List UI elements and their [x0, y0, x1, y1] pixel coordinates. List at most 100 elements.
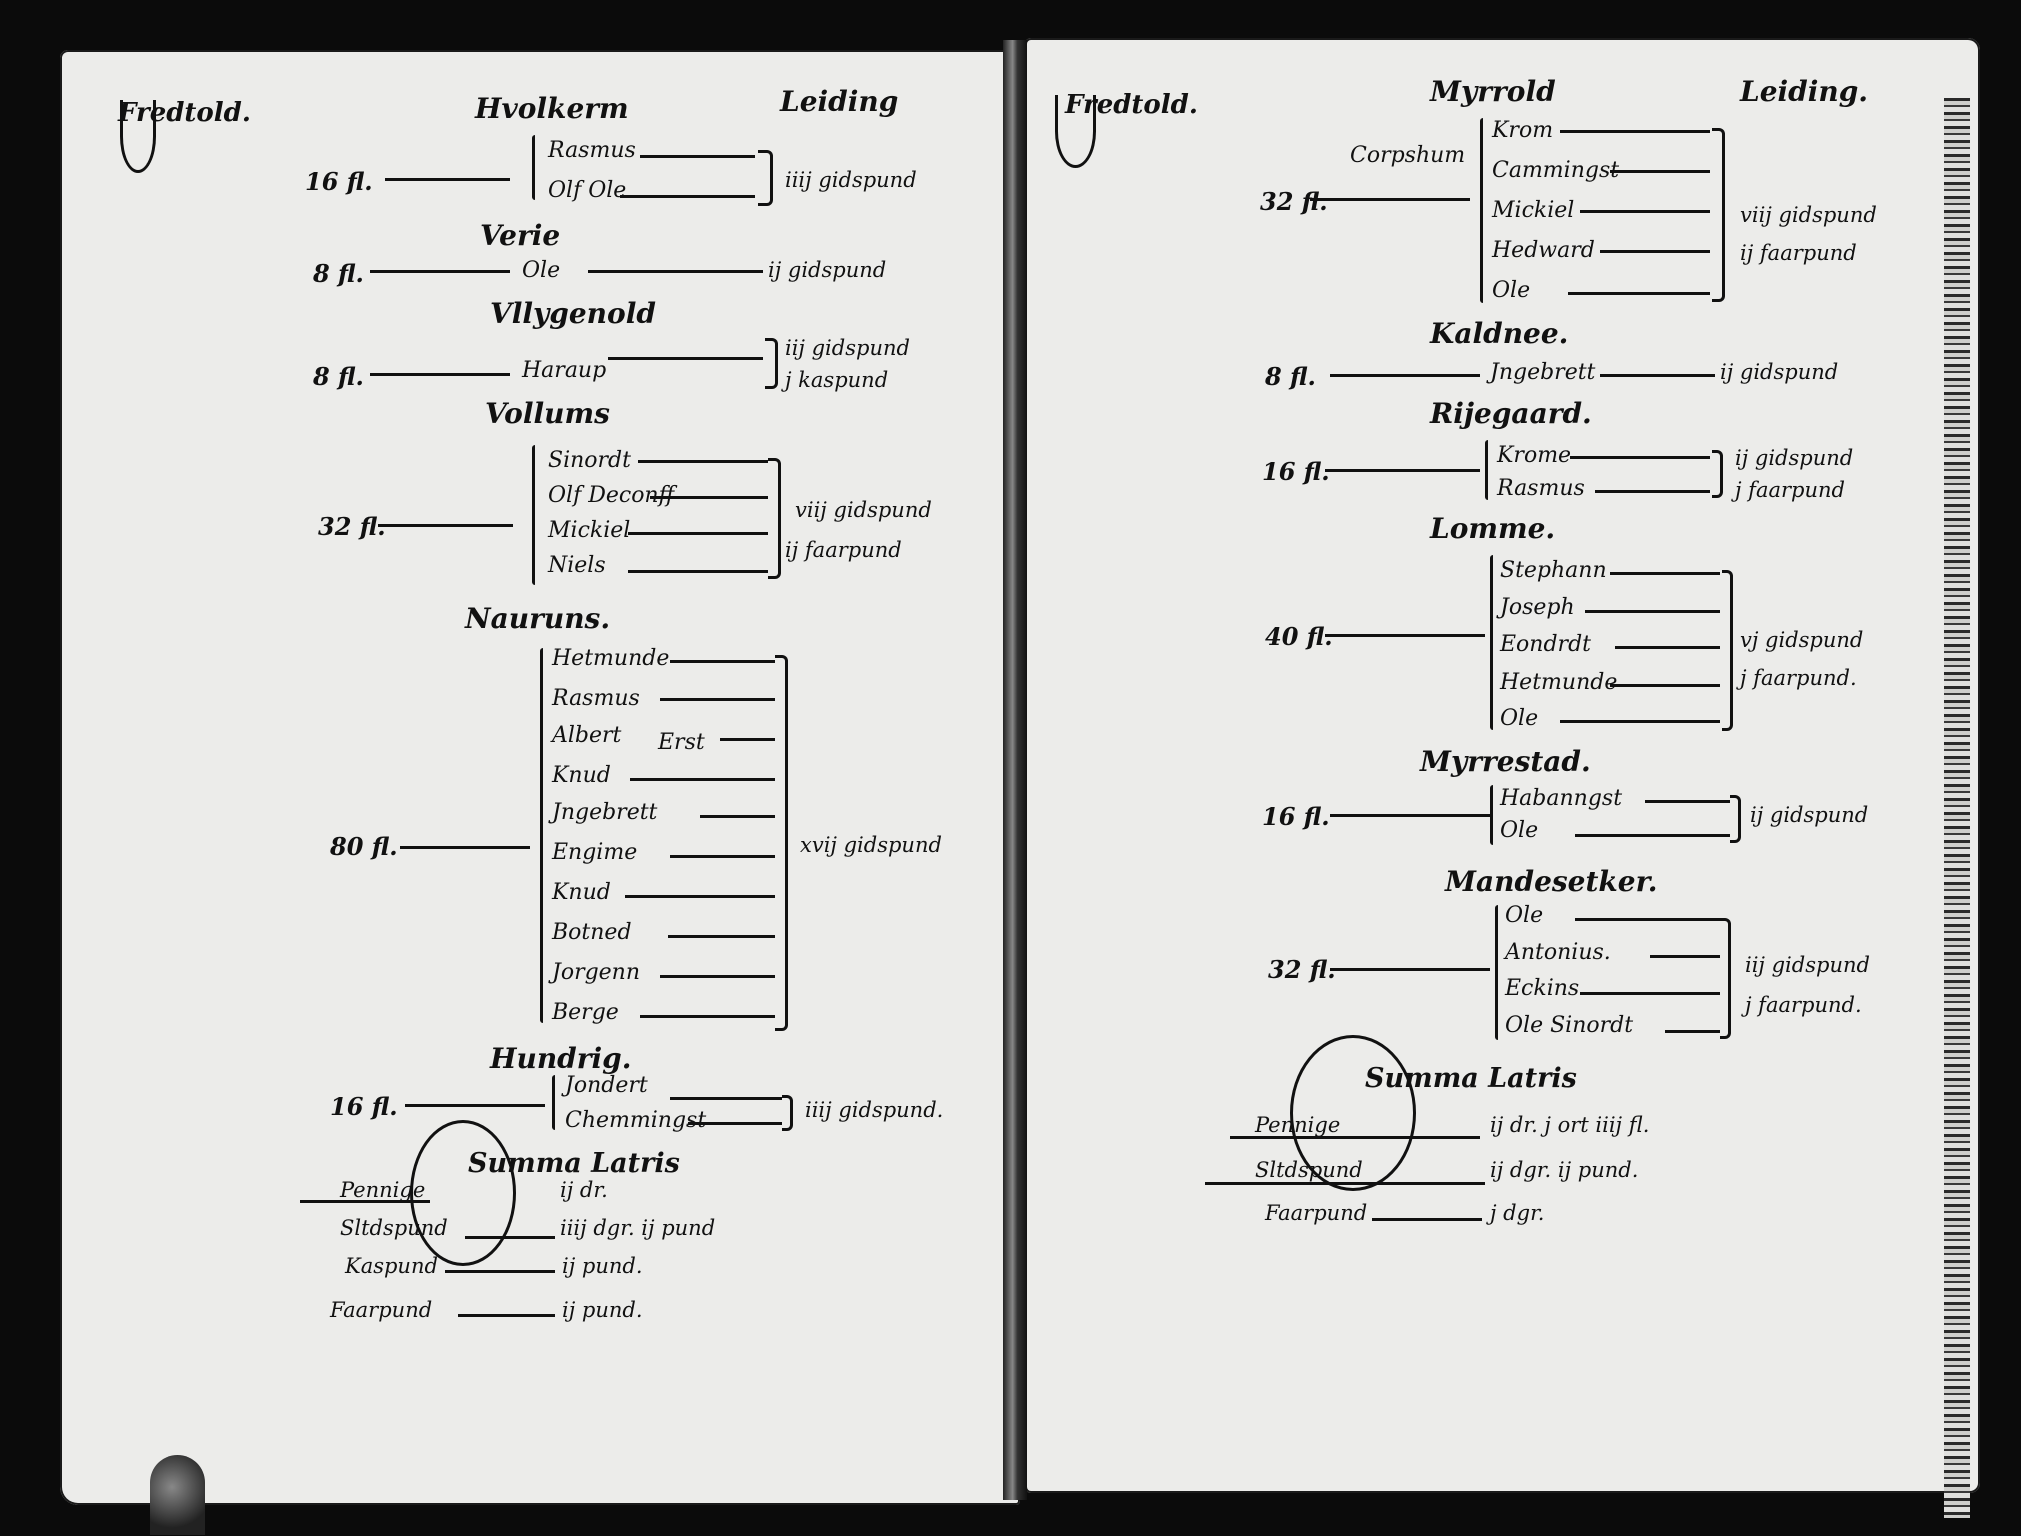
name: Stephann	[1500, 558, 1607, 583]
tax-bracket	[758, 150, 773, 206]
name-brace	[540, 648, 543, 1023]
name: Hetmunde	[1500, 670, 1618, 695]
entry-amount: 80 fl.	[330, 832, 398, 861]
name: Eondrdt	[1500, 632, 1591, 657]
entry-heading: Nauruns.	[465, 602, 611, 635]
name: Habanngst	[1500, 786, 1623, 811]
rule	[378, 524, 513, 527]
rule	[1610, 572, 1720, 575]
rule	[1665, 1030, 1720, 1033]
rule	[1372, 1218, 1482, 1221]
summa-title: Summa Latris	[1365, 1063, 1577, 1094]
tax: iij gidspund	[1745, 953, 1870, 977]
rule	[445, 1270, 555, 1273]
rule	[1600, 250, 1710, 253]
rule	[688, 1122, 782, 1125]
rule	[668, 935, 775, 938]
name: Ole	[1492, 278, 1531, 303]
tax: ij gidspund	[768, 258, 887, 282]
name: Eckins	[1505, 976, 1580, 1001]
name: Cammingst	[1492, 158, 1620, 183]
tax: ij faarpund	[1740, 241, 1857, 265]
rule	[640, 1015, 775, 1018]
book-gutter	[1003, 40, 1027, 1500]
summa-flourish	[1290, 1035, 1416, 1191]
tax: viij gidspund	[795, 498, 932, 522]
entry-amount: 8 fl.	[313, 362, 364, 391]
binding-knob	[150, 1455, 205, 1535]
rule	[1610, 684, 1720, 687]
tax: ij gidspund	[1720, 360, 1839, 384]
tax: xvij gidspund	[800, 833, 942, 857]
rule	[370, 270, 510, 273]
rule	[720, 738, 775, 741]
name: Ole	[522, 258, 561, 283]
right-title: Myrrold	[1430, 75, 1556, 108]
summa-value: ij dgr. ij pund.	[1490, 1158, 1639, 1182]
name: Botned	[552, 920, 632, 945]
rule	[1330, 814, 1490, 817]
name-brace	[1485, 440, 1488, 500]
marginal-note: Erst	[658, 730, 705, 755]
entry-amount: 32 fl.	[318, 512, 386, 541]
name: Engime	[552, 840, 638, 865]
tax-bracket	[1722, 570, 1733, 731]
rule	[1645, 800, 1730, 803]
name: Haraup	[522, 358, 607, 383]
rule	[700, 815, 775, 818]
name: Sinordt	[548, 448, 631, 473]
entry-amount: 32 fl.	[1268, 955, 1336, 984]
entry-amount: 16 fl.	[1262, 802, 1330, 831]
rule	[670, 855, 775, 858]
entry-amount: 16 fl.	[330, 1092, 398, 1121]
rule	[670, 1097, 782, 1100]
rule	[1615, 646, 1720, 649]
entry-amount: 32 fl.	[1260, 187, 1328, 216]
tax: iiij gidspund	[785, 168, 917, 192]
name: Albert	[552, 723, 622, 748]
name: Knud	[552, 880, 611, 905]
rule	[650, 496, 768, 499]
rule	[1325, 634, 1485, 637]
tax-bracket	[782, 1095, 793, 1131]
tax: j kaspund	[785, 368, 889, 392]
tax-bracket	[1712, 128, 1725, 302]
entry-amount: 16 fl.	[1262, 457, 1330, 486]
name: Olf Ole	[548, 178, 627, 203]
tax: j faarpund.	[1740, 666, 1857, 690]
name-brace	[1495, 905, 1498, 1040]
entry-amount: 40 fl.	[1265, 622, 1333, 651]
tax-bracket	[765, 338, 778, 389]
name: Knud	[552, 763, 611, 788]
rule	[1230, 1136, 1480, 1139]
name: Rasmus	[552, 686, 640, 711]
rule	[465, 1236, 555, 1239]
rule	[300, 1200, 430, 1203]
right-page	[1025, 38, 1980, 1518]
summa-label: Sltdspund	[340, 1216, 448, 1240]
rule	[385, 178, 510, 181]
left-header: Leiding	[780, 85, 899, 118]
summa-label: Faarpund	[330, 1298, 433, 1322]
tax-bracket	[1730, 795, 1741, 843]
name-brace	[532, 135, 535, 200]
name: Antonius.	[1505, 940, 1611, 965]
rule	[1330, 968, 1490, 971]
rule	[458, 1314, 555, 1317]
page-edge	[1944, 98, 1970, 1518]
name: Krom	[1492, 118, 1554, 143]
summa-value: ij dr. j ort iiij fl.	[1490, 1113, 1650, 1137]
entry-heading: Rijegaard.	[1430, 397, 1592, 430]
rule	[660, 975, 775, 978]
name: Hedward	[1492, 238, 1595, 263]
rule	[628, 570, 768, 573]
name: Olf Deconff	[548, 483, 675, 508]
entry-heading: Lomme.	[1430, 512, 1556, 545]
name: Berge	[552, 1000, 619, 1025]
rule	[370, 373, 510, 376]
name: Jorgenn	[552, 960, 641, 985]
tax: j faarpund.	[1745, 993, 1862, 1017]
summa-value: ij pund.	[562, 1298, 643, 1322]
name: Mickiel	[548, 518, 631, 543]
rule	[1330, 374, 1480, 377]
